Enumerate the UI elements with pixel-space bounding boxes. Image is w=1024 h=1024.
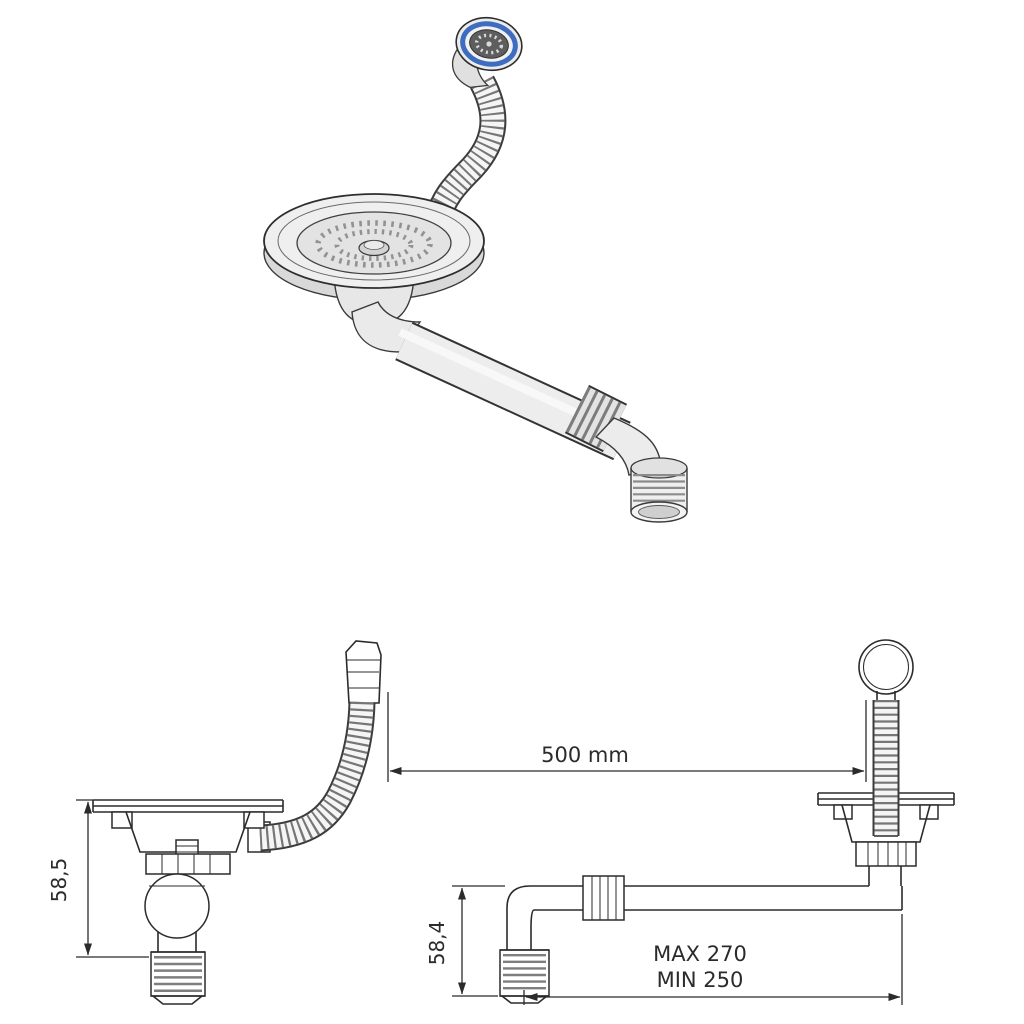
dimension-label-min: MIN 250 bbox=[657, 968, 744, 992]
strainer-holes-outer bbox=[315, 220, 433, 268]
isometric-assembly bbox=[263, 16, 688, 523]
tailpipe-right bbox=[855, 841, 917, 886]
dimension-hose-length: 500 mm bbox=[387, 692, 867, 782]
swivel-joint bbox=[144, 873, 210, 939]
overflow-hose-right bbox=[872, 700, 900, 837]
outlet-thread bbox=[630, 457, 688, 523]
outlet-thread-left bbox=[150, 932, 206, 1005]
waste-tube-nut bbox=[582, 875, 625, 921]
overflow-rosette bbox=[858, 639, 914, 700]
waste-elbow bbox=[506, 885, 548, 950]
dimension-label-max: MAX 270 bbox=[653, 942, 747, 966]
strainer-holes-inner bbox=[334, 229, 414, 261]
dimension-label-58-5: 58,5 bbox=[47, 858, 71, 903]
overflow-hose-left bbox=[259, 701, 376, 852]
dimension-pipe-height: 58,4 bbox=[425, 885, 505, 997]
strainer-basket bbox=[263, 193, 485, 289]
waste-pipe-view: 58,4 MAX 270 MIN 250 bbox=[425, 875, 903, 1005]
waste-outlet-thread bbox=[499, 949, 550, 1004]
side-view-overflow-right bbox=[817, 639, 955, 886]
dimension-label-500mm: 500 mm bbox=[541, 743, 629, 767]
strainer-side-profile bbox=[92, 799, 284, 875]
side-view-strainer-left: 58,5 bbox=[47, 640, 382, 1005]
overflow-fitting bbox=[345, 640, 382, 704]
overflow-hose-3d bbox=[424, 75, 507, 225]
overflow-cap bbox=[451, 16, 523, 89]
strainer-nut bbox=[145, 853, 231, 875]
dimension-label-58-4: 58,4 bbox=[425, 921, 449, 966]
dimension-pipe-reach: MAX 270 MIN 250 bbox=[523, 914, 903, 1005]
dimension-strainer-height: 58,5 bbox=[47, 799, 149, 958]
